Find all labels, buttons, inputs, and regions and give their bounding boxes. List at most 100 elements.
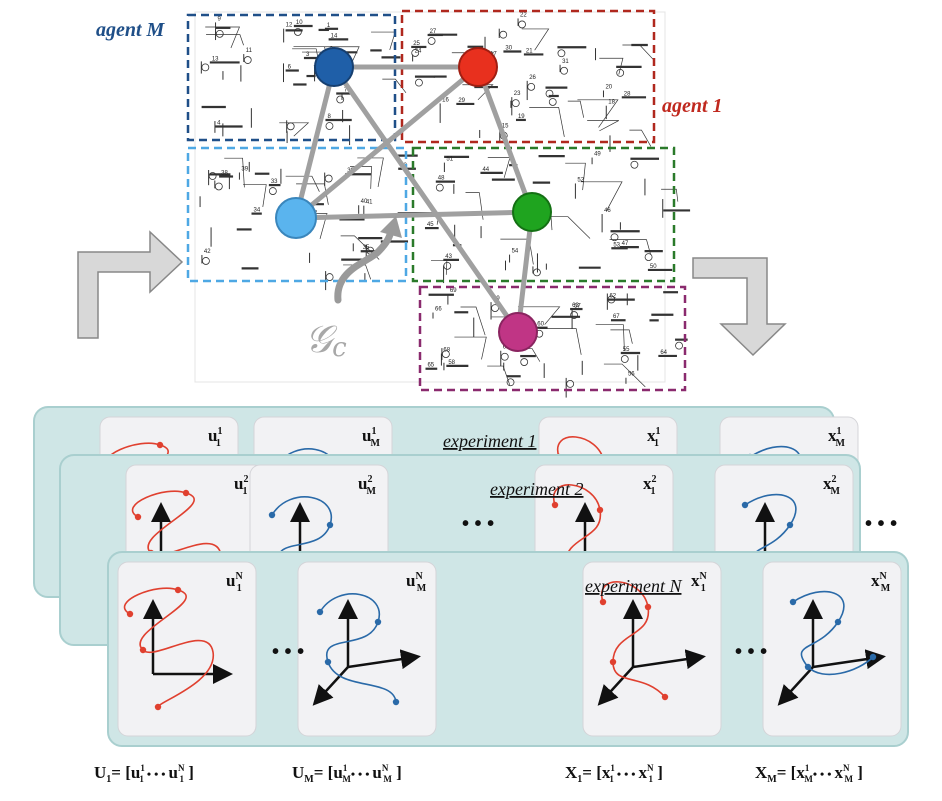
svg-text:51: 51 bbox=[446, 157, 453, 163]
agent-1-region-box bbox=[400, 9, 656, 144]
svg-text:54: 54 bbox=[512, 249, 519, 255]
svg-text:57: 57 bbox=[574, 304, 581, 310]
svg-text:15: 15 bbox=[502, 124, 509, 130]
xM-trajectory bbox=[792, 590, 874, 676]
svg-text:43: 43 bbox=[445, 254, 452, 260]
svg-text:45: 45 bbox=[427, 222, 434, 228]
svg-text:56: 56 bbox=[628, 372, 635, 378]
experiment-title: experiment 2 bbox=[490, 479, 583, 499]
svg-text:31: 31 bbox=[562, 59, 569, 65]
svg-text:12: 12 bbox=[286, 23, 293, 29]
experiment-title: experiment 1 bbox=[443, 431, 536, 451]
graph-pointer-arrow bbox=[334, 224, 396, 304]
ellipsis: • • • bbox=[272, 641, 304, 663]
svg-text:3: 3 bbox=[306, 52, 310, 58]
communication-graph-edges bbox=[293, 64, 535, 335]
left-flow-arrow bbox=[77, 230, 184, 339]
svg-text:65: 65 bbox=[427, 363, 434, 369]
svg-text:48: 48 bbox=[438, 176, 445, 182]
svg-text:55: 55 bbox=[623, 347, 630, 353]
svg-text:14: 14 bbox=[331, 33, 338, 39]
svg-text:6: 6 bbox=[288, 65, 292, 71]
svg-text:67: 67 bbox=[613, 314, 620, 320]
light-blue-agent-node bbox=[275, 197, 317, 239]
svg-text:66: 66 bbox=[435, 307, 442, 313]
magenta-region-box bbox=[418, 285, 687, 392]
svg-text:24: 24 bbox=[415, 49, 422, 55]
svg-text:34: 34 bbox=[253, 208, 260, 214]
svg-text:11: 11 bbox=[246, 48, 253, 54]
agent-m-label: agent M bbox=[96, 19, 166, 41]
svg-text:63: 63 bbox=[572, 303, 579, 309]
svg-text:53: 53 bbox=[613, 242, 620, 248]
magenta-agent-node bbox=[498, 312, 538, 352]
svg-text:29: 29 bbox=[458, 98, 465, 104]
svg-text:30: 30 bbox=[505, 45, 512, 51]
agent-m-node bbox=[314, 47, 354, 87]
svg-text:33: 33 bbox=[271, 179, 278, 185]
graph-pointer-arrowhead bbox=[380, 216, 402, 238]
svg-text:27: 27 bbox=[430, 29, 437, 35]
x1-trajectory bbox=[600, 581, 666, 698]
svg-text:46: 46 bbox=[604, 208, 611, 214]
right-flow-arrow bbox=[692, 257, 787, 357]
svg-text:4: 4 bbox=[217, 121, 221, 127]
svg-text:17: 17 bbox=[490, 52, 497, 58]
svg-text:40: 40 bbox=[361, 199, 368, 205]
svg-text:58: 58 bbox=[448, 360, 455, 366]
svg-text:68: 68 bbox=[443, 347, 450, 353]
svg-text:60: 60 bbox=[537, 322, 544, 328]
svg-text:8: 8 bbox=[327, 114, 331, 120]
svg-text:13: 13 bbox=[212, 56, 219, 62]
svg-text:20: 20 bbox=[605, 84, 612, 90]
power-grid-schematic: 1234567891011121314151617181920212223242… bbox=[194, 11, 691, 398]
svg-text:19: 19 bbox=[518, 114, 525, 120]
agent-m-region-box bbox=[186, 13, 397, 142]
uM-trajectory bbox=[319, 593, 397, 703]
svg-text:28: 28 bbox=[624, 91, 631, 97]
svg-text:44: 44 bbox=[482, 167, 489, 173]
agent-1-label: agent 1 bbox=[662, 95, 723, 117]
svg-text:41: 41 bbox=[366, 200, 373, 206]
svg-text:69: 69 bbox=[450, 288, 457, 294]
svg-text:1: 1 bbox=[327, 23, 331, 29]
ellipsis: • • • bbox=[865, 513, 897, 535]
ellipsis: • • • bbox=[462, 513, 494, 535]
svg-text:39: 39 bbox=[241, 166, 248, 172]
green-agent-node bbox=[512, 192, 552, 232]
svg-text:49: 49 bbox=[594, 152, 601, 158]
svg-text:50: 50 bbox=[650, 264, 657, 270]
light-blue-region-box bbox=[186, 146, 408, 283]
experiment-title: experiment N bbox=[585, 576, 682, 596]
svg-text:38: 38 bbox=[221, 171, 228, 177]
svg-text:35: 35 bbox=[363, 245, 370, 251]
svg-text:62: 62 bbox=[609, 294, 616, 300]
svg-text:52: 52 bbox=[577, 177, 584, 183]
svg-text:22: 22 bbox=[520, 12, 527, 18]
svg-text:23: 23 bbox=[514, 91, 521, 97]
agent-1-node bbox=[458, 47, 498, 87]
svg-text:9: 9 bbox=[218, 16, 222, 22]
svg-text:47: 47 bbox=[622, 241, 629, 247]
